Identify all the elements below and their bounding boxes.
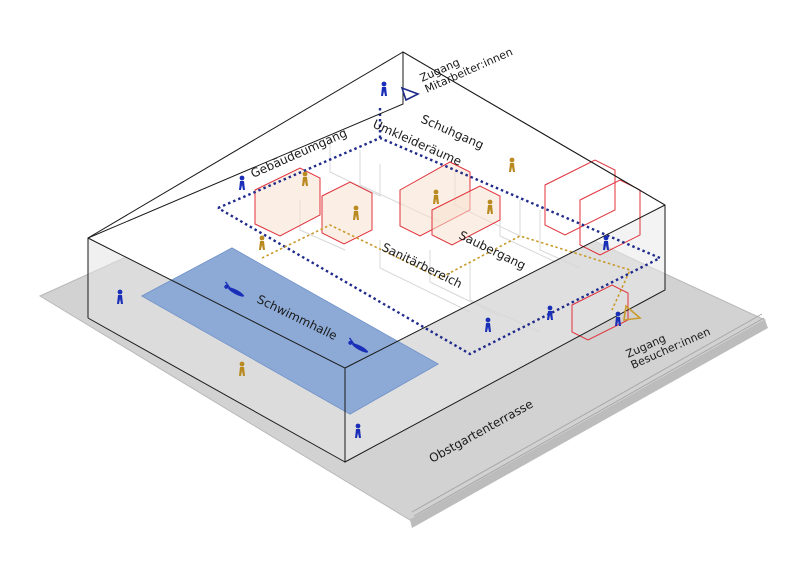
visitor-path <box>261 224 632 311</box>
changing-rooms <box>254 159 641 341</box>
walking-person-icon <box>433 189 439 204</box>
staff-entrance-triangle-outline-icon <box>400 86 420 102</box>
walking-person-icon <box>487 199 493 214</box>
walking-person-icon <box>353 205 359 220</box>
walking-person-icon <box>302 171 308 186</box>
walking-person-icon <box>259 235 265 250</box>
walking-person-icon <box>547 305 553 320</box>
visitor-figures <box>239 157 515 376</box>
walking-person-icon <box>603 235 609 250</box>
walking-person-icon <box>239 361 245 376</box>
walking-person-icon <box>117 289 123 304</box>
visitor-entrance-triangle-outline-icon <box>623 304 642 321</box>
walking-person-icon <box>355 423 361 438</box>
walking-person-icon <box>509 157 515 172</box>
swimming-pool <box>140 247 440 415</box>
swimmer-icon <box>224 281 245 297</box>
staff-path <box>217 136 663 356</box>
walking-person-icon <box>485 317 491 332</box>
swimmer-icon <box>348 337 369 353</box>
walking-person-icon <box>239 175 245 190</box>
walking-person-icon <box>381 81 387 96</box>
building-outline <box>87 51 666 463</box>
staff-entrance-label: Zugang Mitarbeiter:innen <box>418 34 515 95</box>
swimmers <box>224 281 369 353</box>
staff-figures <box>117 81 621 438</box>
walking-person-icon <box>615 311 621 326</box>
